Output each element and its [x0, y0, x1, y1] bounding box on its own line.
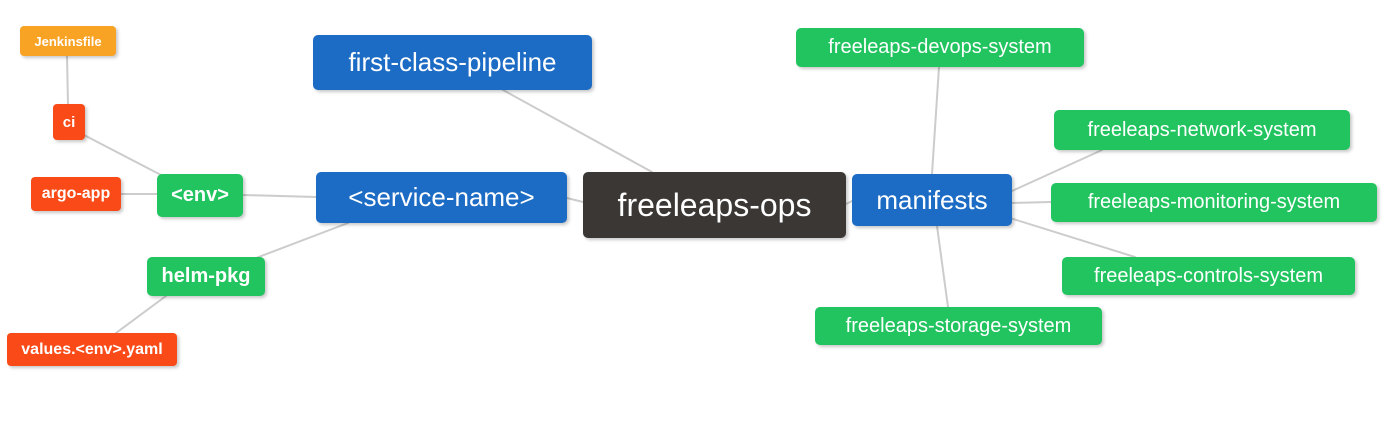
edge-first-class-pipeline-freeleaps-ops	[502, 89, 653, 173]
node-freeleaps-devops-system[interactable]: freeleaps-devops-system	[796, 28, 1084, 67]
edge-manifests-monitoring-system	[1011, 201, 1052, 204]
edge-service-name-freeleaps-ops	[566, 197, 584, 203]
node-freeleaps-network-system[interactable]: freeleaps-network-system	[1054, 110, 1350, 150]
node-freeleaps-ops-root[interactable]: freeleaps-ops	[583, 172, 846, 238]
edge-freeleaps-ops-manifests	[845, 200, 853, 205]
node-jenkinsfile[interactable]: Jenkinsfile	[20, 26, 116, 56]
node-argo-app[interactable]: argo-app	[31, 177, 121, 211]
node-freeleaps-storage-system[interactable]: freeleaps-storage-system	[815, 307, 1102, 345]
edge-ci-env	[83, 134, 164, 177]
edge-manifests-devops-system	[931, 66, 940, 175]
node-helm-pkg[interactable]: helm-pkg	[147, 257, 265, 296]
edge-helm-pkg-values-yaml	[115, 295, 167, 334]
node-values-env-yaml[interactable]: values.<env>.yaml	[7, 333, 177, 366]
edge-service-name-helm-pkg	[255, 222, 349, 259]
node-env[interactable]: <env>	[157, 174, 243, 217]
node-first-class-pipeline[interactable]: first-class-pipeline	[313, 35, 592, 90]
edge-manifests-controls-system	[1009, 217, 1136, 258]
edge-manifests-storage-system	[936, 225, 949, 308]
node-service-name[interactable]: <service-name>	[316, 172, 567, 223]
node-ci[interactable]: ci	[53, 104, 85, 140]
edge-manifests-network-system	[1011, 149, 1103, 192]
node-manifests[interactable]: manifests	[852, 174, 1012, 226]
node-freeleaps-monitoring-system[interactable]: freeleaps-monitoring-system	[1051, 183, 1377, 222]
edge-jenkinsfile-ci	[66, 55, 69, 105]
edge-env-service-name	[242, 194, 317, 198]
node-freeleaps-controls-system[interactable]: freeleaps-controls-system	[1062, 257, 1355, 295]
